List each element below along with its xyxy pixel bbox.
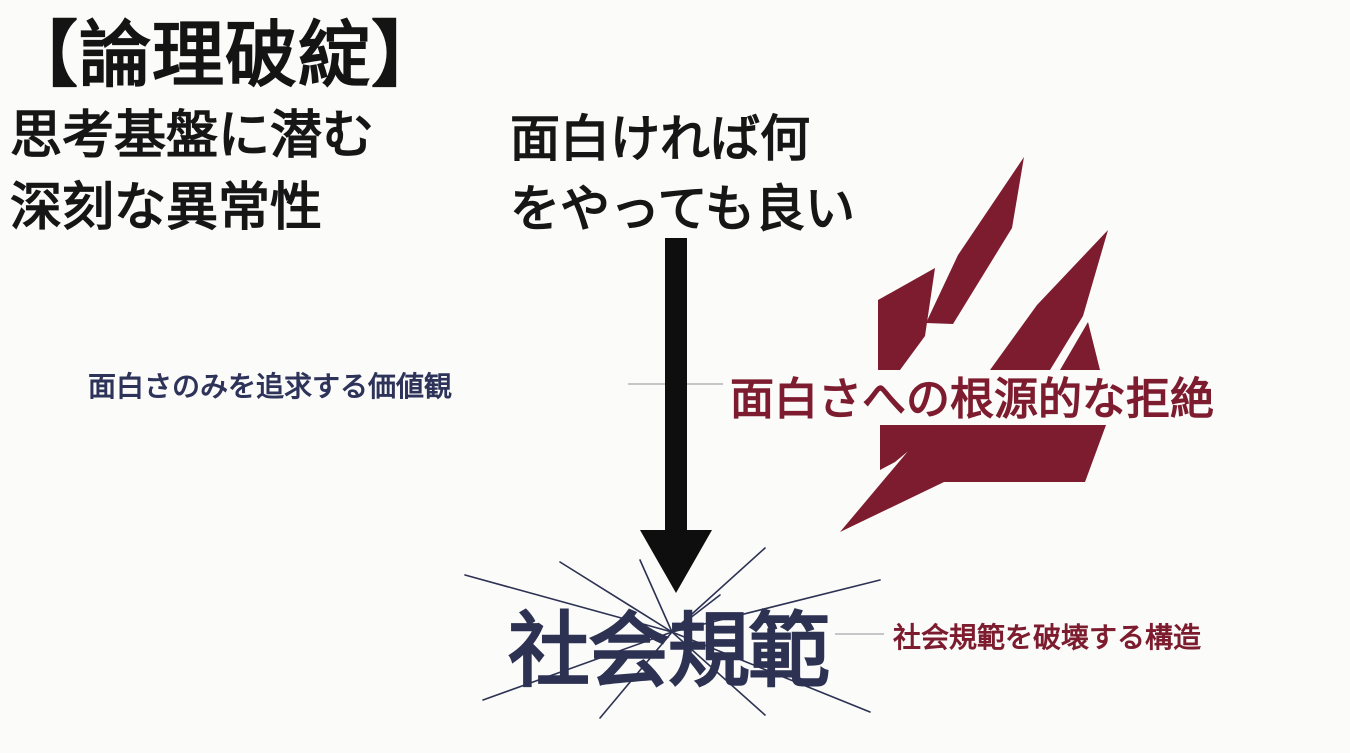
right-rejection-label: 面白さへの根源的な拒絶 [730,374,1214,425]
target-word: 社会規範 [508,604,830,699]
target-description-label: 社会規範を破壊する構造 [893,621,1202,654]
page-title: 【論理破綻】 [6,13,445,97]
down-arrow-icon [640,238,712,593]
shatter-shards-icon [840,157,1108,532]
left-value-label: 面白さのみを追求する価値観 [88,370,453,403]
premise-text: 面白ければ何 をやっても良い [510,110,855,238]
crack-burst-icon [464,547,881,719]
page-subtitle: 思考基盤に潜む 深刻な異常性 [10,106,375,238]
